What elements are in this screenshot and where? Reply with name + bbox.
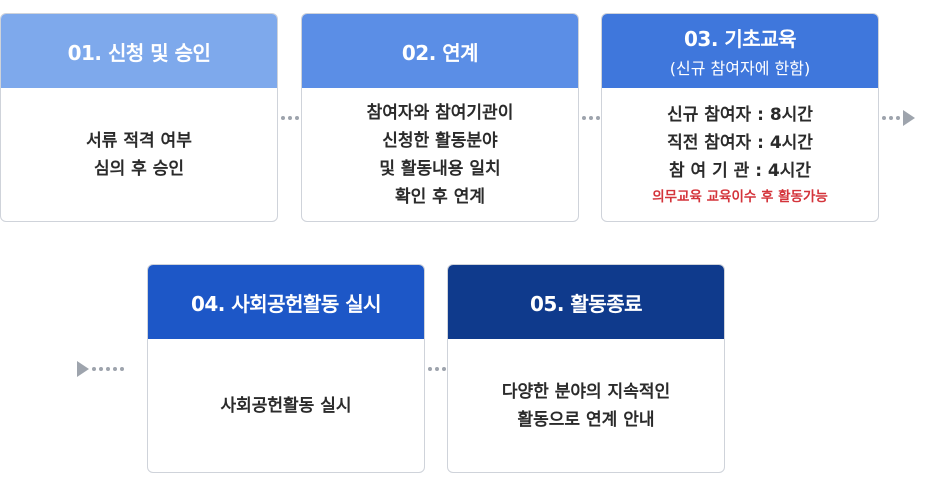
step-line: 참여자와 참여기관이 — [366, 102, 514, 123]
step-title-03: 03. 기초교육 — [684, 27, 797, 51]
step-line: 및 활동내용 일치 — [379, 158, 501, 179]
step-card-02: 02. 연계 참여자와 참여기관이 신청한 활동분야 및 활동내용 일치 확인 … — [301, 13, 579, 222]
step-title-02: 02. 연계 — [401, 40, 479, 65]
step-line: 참 여 기 관 : 4시간 — [668, 160, 812, 181]
step-header-02: 02. 연계 — [302, 14, 578, 88]
step-header-03: 03. 기초교육 (신규 참여자에 한함) — [602, 14, 878, 88]
step-title-04: 04. 사회공헌활동 실시 — [190, 291, 382, 316]
step-note-03: 의무교육 교육이수 후 활동가능 — [652, 188, 828, 205]
step-line: 확인 후 연계 — [394, 186, 486, 207]
arrow-right-icon — [77, 361, 89, 377]
step-card-05: 05. 활동종료 다양한 분야의 지속적인 활동으로 연계 안내 — [447, 264, 725, 473]
step-body-04: 사회공헌활동 실시 — [148, 339, 424, 472]
connector-prev-04-arrow — [77, 361, 124, 377]
step-card-01: 01. 신청 및 승인 서류 적격 여부 심의 후 승인 — [0, 13, 278, 222]
step-header-04: 04. 사회공헌활동 실시 — [148, 265, 424, 339]
connector-01-02 — [281, 116, 299, 120]
step-subtitle-03: (신규 참여자에 한함) — [669, 59, 811, 78]
step-line: 직전 참여자 : 4시간 — [667, 132, 813, 153]
step-line: 신규 참여자 : 8시간 — [667, 104, 813, 125]
step-line: 다양한 분야의 지속적인 — [501, 381, 671, 402]
step-body-03: 신규 참여자 : 8시간 직전 참여자 : 4시간 참 여 기 관 : 4시간 … — [602, 88, 878, 221]
step-body-02: 참여자와 참여기관이 신청한 활동분야 및 활동내용 일치 확인 후 연계 — [302, 88, 578, 221]
connector-02-03 — [582, 116, 600, 120]
step-body-01: 서류 적격 여부 심의 후 승인 — [1, 88, 277, 221]
step-card-04: 04. 사회공헌활동 실시 사회공헌활동 실시 — [147, 264, 425, 473]
step-title-05: 05. 활동종료 — [530, 291, 643, 316]
step-line: 사회공헌활동 실시 — [220, 395, 352, 416]
step-title-01: 01. 신청 및 승인 — [67, 40, 211, 65]
connector-04-05 — [428, 367, 446, 371]
arrow-right-icon — [903, 110, 915, 126]
step-card-03: 03. 기초교육 (신규 참여자에 한함) 신규 참여자 : 8시간 직전 참여… — [601, 13, 879, 222]
step-line: 신청한 활동분야 — [382, 130, 498, 151]
connector-03-next-arrow — [882, 110, 915, 126]
step-body-05: 다양한 분야의 지속적인 활동으로 연계 안내 — [448, 339, 724, 472]
step-line: 서류 적격 여부 — [86, 130, 192, 151]
step-header-01: 01. 신청 및 승인 — [1, 14, 277, 88]
step-header-05: 05. 활동종료 — [448, 265, 724, 339]
step-line: 활동으로 연계 안내 — [517, 409, 655, 430]
step-line: 심의 후 승인 — [93, 158, 185, 179]
